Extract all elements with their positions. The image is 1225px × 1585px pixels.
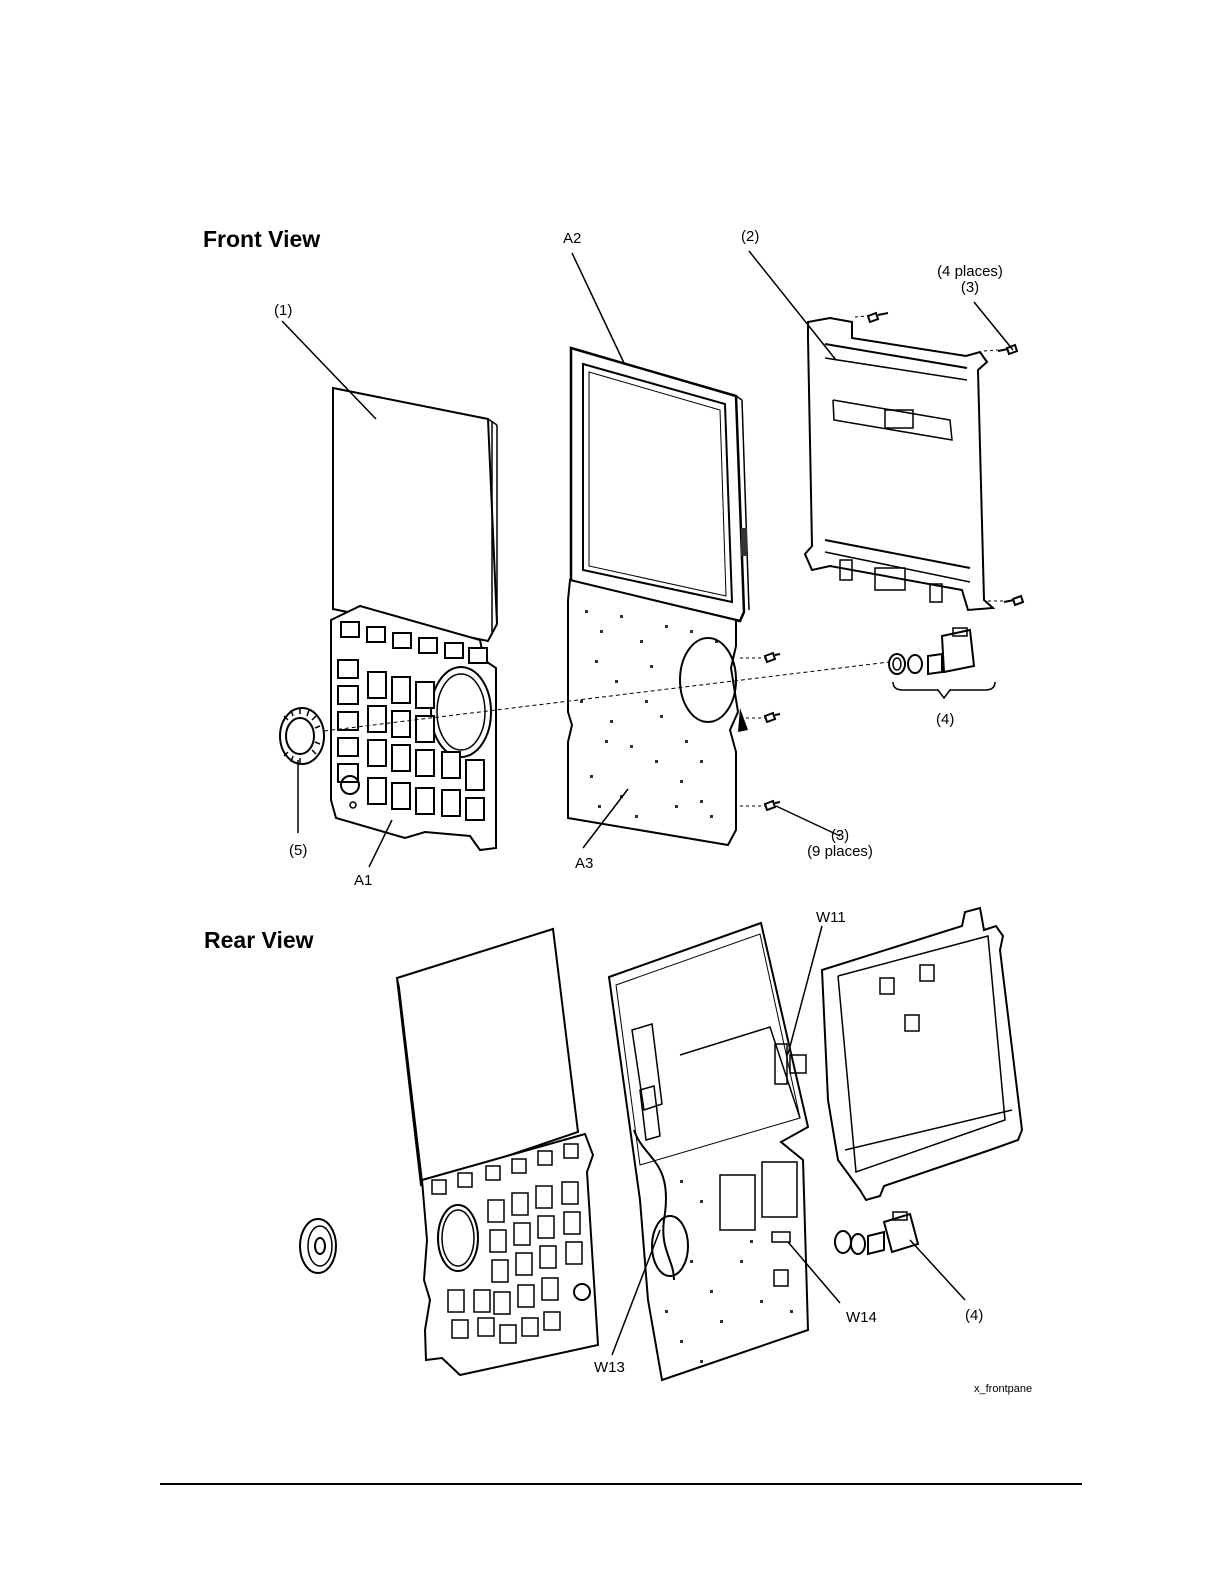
screws-board bbox=[740, 653, 780, 810]
connector-assembly-rear bbox=[835, 1212, 918, 1254]
keypad-overlay-sheet bbox=[333, 388, 497, 641]
display-board-assembly-rear bbox=[609, 923, 808, 1380]
callout-knob: (5) bbox=[289, 843, 307, 859]
callout-connector-assembly-front: (4) bbox=[936, 712, 954, 728]
callout-connector-assembly-rear: (4) bbox=[965, 1308, 983, 1324]
callout-keyboard-board-a1: A1 bbox=[354, 873, 372, 889]
callout-screws-board-count: (9 places) bbox=[800, 844, 880, 860]
callout-keypad-overlay: (1) bbox=[274, 303, 292, 319]
callout-bracket: (2) bbox=[741, 229, 759, 245]
callout-processor-board-a3: A3 bbox=[575, 856, 593, 872]
page-rule bbox=[160, 1483, 1082, 1485]
callout-cable-w14: W14 bbox=[846, 1310, 877, 1326]
figure-id: x_frontpane bbox=[974, 1381, 1032, 1397]
front-view-heading: Front View bbox=[203, 226, 320, 253]
callout-cable-w11: W11 bbox=[816, 910, 846, 926]
knob bbox=[280, 708, 324, 764]
callout-display-a2: A2 bbox=[563, 231, 581, 247]
connector-assembly-front bbox=[889, 628, 995, 698]
callout-screws-top-ref: (3) bbox=[952, 280, 988, 296]
callout-screws-top-count: (4 places) bbox=[930, 264, 1010, 280]
knob-rear bbox=[300, 1219, 336, 1273]
rear-view-heading: Rear View bbox=[204, 927, 314, 954]
display-bracket-rear bbox=[822, 908, 1022, 1200]
processor-board bbox=[568, 580, 748, 845]
callout-cable-w13: W13 bbox=[594, 1360, 625, 1376]
keyboard-board-front bbox=[331, 606, 496, 850]
display-bracket bbox=[805, 318, 993, 610]
display-module bbox=[571, 348, 749, 621]
callout-screws-board-ref: (3) bbox=[822, 828, 858, 844]
